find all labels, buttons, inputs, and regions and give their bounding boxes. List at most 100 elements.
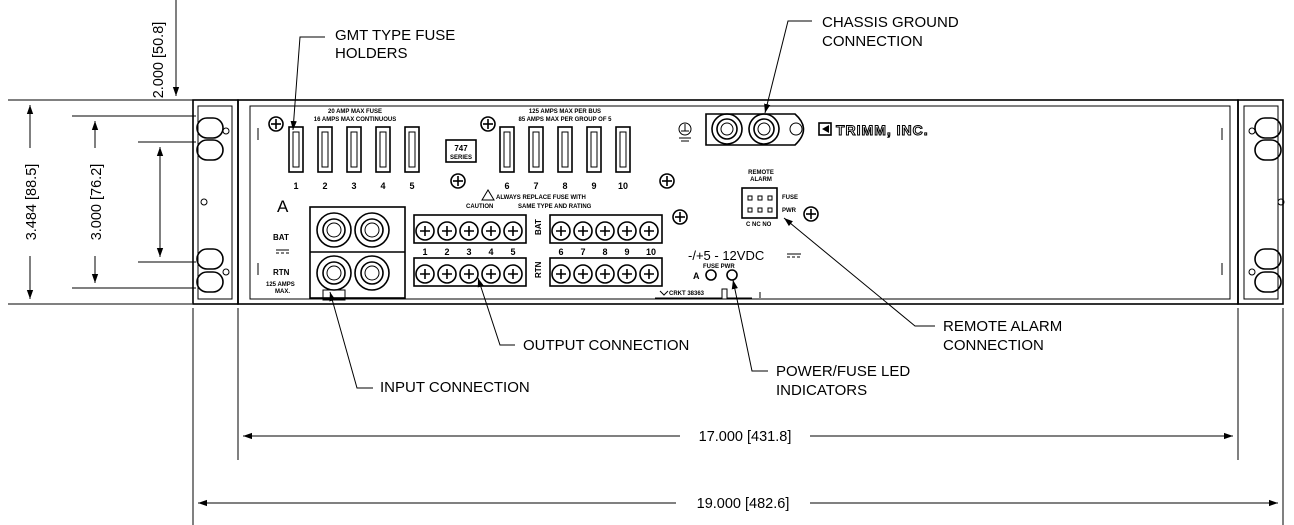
section-letter: A bbox=[277, 197, 289, 216]
svg-text:3.484 [88.5]: 3.484 [88.5] bbox=[24, 164, 40, 241]
input-terminal[interactable] bbox=[354, 212, 390, 248]
fuse-holder[interactable] bbox=[586, 126, 602, 173]
svg-text:2: 2 bbox=[444, 247, 449, 257]
fuse-tag: FUSE bbox=[782, 195, 798, 201]
led-section-letter: A bbox=[693, 271, 700, 281]
fuse-number: 2 bbox=[322, 181, 327, 191]
svg-text:INPUT CONNECTION: INPUT CONNECTION bbox=[380, 379, 530, 396]
fuse-holder[interactable] bbox=[557, 126, 573, 173]
screw-icon bbox=[450, 173, 466, 189]
fuse-holder[interactable] bbox=[317, 126, 333, 173]
svg-text:CAUTION: CAUTION bbox=[466, 204, 493, 210]
svg-text:2.000 [50.8]: 2.000 [50.8] bbox=[151, 22, 167, 99]
fuse-number: 4 bbox=[380, 181, 385, 191]
fuse-holder[interactable] bbox=[288, 126, 304, 173]
fuse-label-right-line2: 85 AMPS MAX PER GROUP OF 5 bbox=[518, 117, 612, 123]
svg-text:HOLDERS: HOLDERS bbox=[335, 45, 408, 62]
rtn-label: RTN bbox=[273, 268, 290, 277]
callout-output-connection: OUTPUT CONNECTION bbox=[477, 277, 689, 354]
rtn-side-label: RTN bbox=[534, 261, 543, 278]
fuse-number: 9 bbox=[591, 181, 596, 191]
voltage-rating: -/+5 - 12VDC bbox=[688, 248, 764, 263]
fuse-holder[interactable] bbox=[499, 126, 515, 173]
fuse-holder[interactable] bbox=[528, 126, 544, 173]
chassis-ground-studs[interactable] bbox=[705, 113, 805, 146]
warning-triangle-icon bbox=[481, 189, 495, 201]
remote-alarm-connector[interactable]: REMOTE ALARM FUSE PWR C NC NO bbox=[741, 170, 798, 228]
svg-text:POWER/FUSE LED: POWER/FUSE LED bbox=[776, 363, 910, 380]
svg-text:CONNECTION: CONNECTION bbox=[822, 33, 923, 50]
screw-icon bbox=[659, 173, 675, 189]
fuse-number: 6 bbox=[504, 181, 509, 191]
fuse-label-left-line2: 16 AMPS MAX CONTINUOUS bbox=[314, 117, 396, 123]
svg-text:SAME TYPE AND RATING: SAME TYPE AND RATING bbox=[518, 204, 592, 210]
output-terminal-strip-rtn-right bbox=[549, 257, 663, 287]
dimension-mount-spacing: 3.000 [76.2] bbox=[72, 115, 196, 289]
fuse-holder[interactable] bbox=[615, 126, 631, 173]
svg-text:ALARM: ALARM bbox=[750, 177, 772, 183]
callout-remote-alarm: REMOTE ALARM CONNECTION bbox=[783, 217, 1062, 354]
fuse-holder[interactable] bbox=[346, 126, 362, 173]
svg-text:4: 4 bbox=[488, 247, 493, 257]
output-terminal-strip-rtn-left bbox=[413, 257, 527, 287]
svg-text:6: 6 bbox=[558, 247, 563, 257]
callout-led-indicators: POWER/FUSE LED INDICATORS bbox=[731, 279, 910, 399]
fuse-number: 5 bbox=[409, 181, 414, 191]
svg-text:REMOTE: REMOTE bbox=[748, 170, 774, 176]
svg-text:CHASSIS GROUND: CHASSIS GROUND bbox=[822, 14, 959, 31]
svg-text:10: 10 bbox=[646, 247, 656, 257]
svg-text:3.000 [76.2]: 3.000 [76.2] bbox=[89, 164, 105, 241]
svg-text:7: 7 bbox=[580, 247, 585, 257]
dimension-overall-height: 3.484 [88.5] bbox=[8, 99, 192, 305]
svg-text:747: 747 bbox=[454, 144, 468, 153]
input-terminal[interactable] bbox=[316, 212, 352, 248]
fuse-group-left: 20 AMP MAX FUSE 16 AMPS MAX CONTINUOUS 1… bbox=[268, 109, 420, 191]
fuse-holder[interactable] bbox=[404, 126, 420, 173]
svg-text:OUTPUT CONNECTION: OUTPUT CONNECTION bbox=[523, 337, 689, 354]
svg-text:SERIES: SERIES bbox=[450, 155, 472, 161]
screw-icon bbox=[268, 116, 284, 132]
terminal-number-row: 1 2 3 4 5 6 7 8 9 10 bbox=[422, 247, 656, 257]
svg-text:8: 8 bbox=[602, 247, 607, 257]
fuse-label-right-line1: 125 AMPS MAX PER BUS bbox=[529, 109, 601, 115]
led-header: FUSE PWR bbox=[703, 264, 735, 270]
screw-icon bbox=[803, 206, 819, 222]
callout-chassis-ground: CHASSIS GROUND CONNECTION bbox=[764, 14, 959, 114]
power-led-indicator bbox=[726, 269, 738, 281]
dimension-body-width: 17.000 [431.8] bbox=[237, 308, 1239, 460]
callout-fuse-holders: GMT TYPE FUSE HOLDERS bbox=[290, 27, 455, 131]
bat-label: BAT bbox=[273, 233, 289, 242]
right-rack-ear bbox=[1237, 99, 1285, 305]
svg-text:19.000 [482.6]: 19.000 [482.6] bbox=[697, 496, 790, 512]
fuse-number: 8 bbox=[562, 181, 567, 191]
input-terminal[interactable] bbox=[316, 255, 352, 291]
input-rating-line1: 125 AMPS bbox=[266, 282, 295, 288]
input-terminal[interactable] bbox=[354, 255, 390, 291]
pwr-tag: PWR bbox=[782, 208, 797, 214]
svg-text:GMT TYPE FUSE: GMT TYPE FUSE bbox=[335, 27, 455, 44]
svg-text:ALWAYS REPLACE FUSE WITH: ALWAYS REPLACE FUSE WITH bbox=[496, 195, 586, 201]
dimension-overall-width: 19.000 [482.6] bbox=[192, 308, 1284, 525]
output-terminal-strip-bat-right bbox=[549, 214, 663, 244]
input-terminal-block bbox=[309, 206, 406, 301]
fuse-label-left-line1: 20 AMP MAX FUSE bbox=[328, 109, 382, 115]
svg-text:17.000 [431.8]: 17.000 [431.8] bbox=[699, 429, 792, 445]
svg-text:REMOTE ALARM: REMOTE ALARM bbox=[943, 318, 1062, 335]
fuse-number: 10 bbox=[618, 181, 628, 191]
series-badge: 747 SERIES bbox=[445, 139, 477, 163]
fuse-holder[interactable] bbox=[375, 126, 391, 173]
screw-icon bbox=[480, 116, 496, 132]
fuse-number: 7 bbox=[533, 181, 538, 191]
callout-input-connection: INPUT CONNECTION bbox=[329, 291, 530, 396]
output-terminal-strip-bat-left bbox=[413, 214, 527, 244]
fuse-number: 1 bbox=[293, 181, 298, 191]
svg-text:9: 9 bbox=[624, 247, 629, 257]
svg-text:INDICATORS: INDICATORS bbox=[776, 382, 867, 399]
alarm-pin-labels: C NC NO bbox=[746, 222, 772, 228]
svg-text:1: 1 bbox=[422, 247, 427, 257]
left-rack-ear bbox=[192, 99, 239, 305]
dimension-top-offset: 2.000 [50.8] bbox=[146, 0, 193, 113]
svg-text:5: 5 bbox=[510, 247, 515, 257]
